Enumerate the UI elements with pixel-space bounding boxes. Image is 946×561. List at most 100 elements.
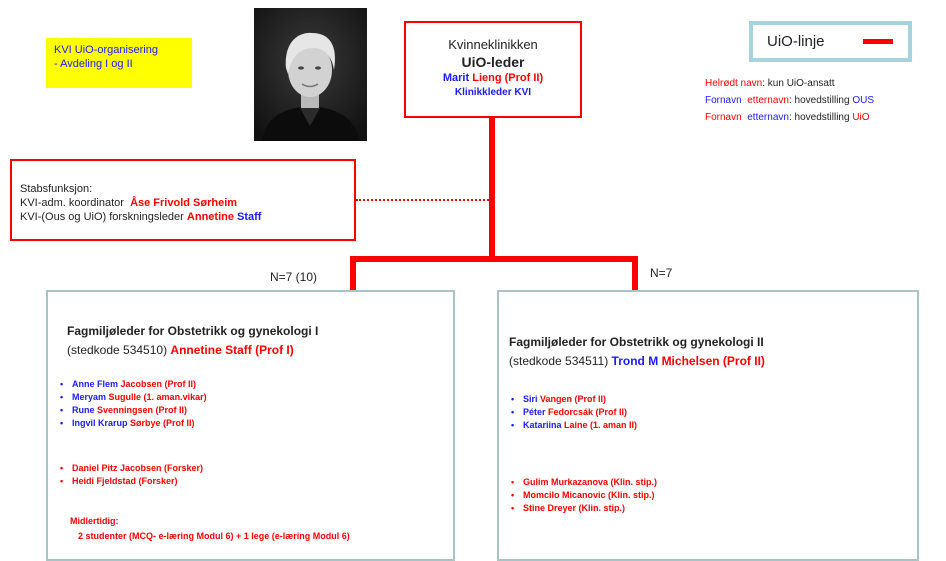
- member-item: • Anne Flem Jacobsen (Prof II): [60, 378, 207, 391]
- leader-name: Marit Lieng (Prof II): [406, 71, 580, 86]
- note-box: KVI UiO-organisering - Avdeling I og II: [46, 38, 192, 88]
- member-item: •Meryam Sugulle (1. aman.vikar): [60, 391, 207, 404]
- clinic-leader-box: Kvinneklinikken UiO-leder Marit Lieng (P…: [404, 21, 582, 118]
- member-item: • Gulim Murkazanova (Klin. stip.): [511, 476, 657, 489]
- legend-uio-desc: : hovedstilling: [788, 112, 850, 123]
- leader-portrait: [254, 8, 367, 141]
- member-last-name: Laine (1. aman II): [564, 420, 638, 430]
- member-first-name: Katariina: [523, 420, 562, 430]
- connector-dotted-staff: [356, 199, 492, 201]
- section-1-members: • Anne Flem Jacobsen (Prof II) •Meryam Sug…: [60, 378, 207, 430]
- uio-line-label: UiO-linje: [767, 33, 825, 50]
- member-name: Stine Dreyer (Klin. stip.): [523, 503, 626, 513]
- member-name: Heidi Fjeldstad (Forsker): [72, 476, 178, 486]
- member-name: Gulim Murkazanova (Klin. stip.): [523, 477, 658, 487]
- member-last-name: Jacobsen (Prof II): [120, 379, 197, 389]
- portrait-illustration: [254, 8, 367, 141]
- member-item: • Siri Vangen (Prof II): [511, 393, 637, 406]
- member-first-name: Ingvil Krarup: [72, 418, 128, 428]
- legend-uio-org: UiO: [852, 112, 870, 123]
- section-2-fellows: • Gulim Murkazanova (Klin. stip.) • Momcilo…: [511, 476, 657, 515]
- section-2-members: • Siri Vangen (Prof II) • Péter Fedorcsák (…: [511, 393, 637, 432]
- bullet-icon: •: [60, 392, 64, 402]
- leader-heading: UiO-leder: [461, 54, 525, 70]
- bullet-icon: •: [60, 463, 64, 473]
- count-right: N=7: [650, 266, 673, 280]
- bullet-icon: •: [60, 476, 64, 486]
- section-1-code: (stedkode 534510): [67, 343, 168, 357]
- legend-red-desc: : kun UiO-ansatt: [762, 78, 835, 89]
- clinic-name: Kvinneklinikken: [448, 37, 538, 52]
- section-2-title: Fagmiljøleder for Obstetrikk og gynekolo…: [509, 335, 764, 349]
- leader-last-name: Lieng (Prof II): [472, 72, 544, 84]
- member-item: • Rune Svenningsen (Prof II): [60, 404, 207, 417]
- coordinator-name: Åse Frivold Sørheim: [130, 197, 238, 209]
- member-name: Momcilo Micanovic (Klin. stip.): [523, 490, 655, 500]
- bullet-icon: •: [511, 477, 515, 487]
- member-first-name: Siri: [523, 394, 538, 404]
- member-item: • Péter Fedorcsák (Prof II): [511, 406, 637, 419]
- uio-line-legend: UiO-linje: [749, 21, 912, 62]
- member-name: Daniel Pitz Jacobsen (Forsker): [72, 463, 204, 473]
- leader-role: Klinikkleder KVI: [454, 87, 532, 98]
- member-last-name: Vangen (Prof II): [540, 394, 607, 404]
- section-2-code: 534511): [565, 354, 609, 368]
- section-2-leader-first: Trond M: [611, 354, 659, 368]
- section-1-researchers: • Daniel Pitz Jacobsen (Forsker) • Heidi Fj…: [60, 462, 203, 488]
- staff-row-research-leader: KVI-(Ous og UiO) forskningsleder Annetin…: [20, 210, 354, 224]
- uio-line-swatch: [863, 39, 893, 44]
- legend-ous-org: OUS: [852, 95, 874, 106]
- legend-uio-first: Fornavn: [705, 112, 742, 123]
- legend-ous-first: Fornavn: [705, 95, 742, 106]
- research-leader-label: KVI-(Ous og UiO) forskningsleder: [20, 211, 184, 223]
- staff-functions-box: Stabsfunksjon: KVI-adm. koordinator Åse …: [10, 159, 356, 241]
- bullet-icon: •: [60, 405, 64, 415]
- member-item: • Ingvil Krarup Sørbye (Prof II): [60, 417, 207, 430]
- staff-row-coordinator: KVI-adm. koordinator Åse Frivold Sørheim: [20, 196, 354, 210]
- section-1-temp-text: 2 studenter (MCQ- e-læring Modul 6) + 1 …: [78, 531, 350, 541]
- section-box-1: Fagmiljøleder for Obstetrikk og gynekolo…: [46, 290, 455, 561]
- bullet-icon: •: [511, 407, 515, 417]
- member-last-name: Svenningsen (Prof II): [97, 405, 188, 415]
- legend-red-name: Helrødt navn: [705, 78, 763, 89]
- bullet-icon: •: [60, 379, 64, 389]
- member-last-name: Sugulle (1. aman.vikar): [108, 392, 207, 402]
- section-2-subtitle: (stedkode 534511) Trond M Michelsen (Pro…: [509, 353, 765, 369]
- staff-functions-title: Stabsfunksjon:: [20, 183, 93, 195]
- member-item: • Daniel Pitz Jacobsen (Forsker): [60, 462, 203, 475]
- note-line-2: - Avdeling I og II: [54, 58, 133, 70]
- section-1-subtitle: (stedkode 534510) Annetine Staff (Prof I…: [67, 342, 294, 358]
- note-line-1: KVI UiO-organisering: [54, 44, 158, 56]
- member-first-name: Rune: [72, 405, 95, 415]
- section-1-leader: Annetine Staff (Prof I): [170, 343, 294, 357]
- section-1-title: Fagmiljøleder for Obstetrikk og gynekolo…: [67, 324, 319, 338]
- legend-line-1: Helrødt navn: kun UiO-ansatt: [705, 77, 835, 91]
- coordinator-label: KVI-adm. koordinator: [20, 197, 124, 209]
- section-box-2: Fagmiljøleder for Obstetrikk og gynekolo…: [497, 290, 919, 561]
- connector-vertical-main: [489, 118, 495, 262]
- member-first-name: Anne Flem: [72, 379, 119, 389]
- member-item: • Katariina Laine (1. aman II): [511, 419, 637, 432]
- section-2-leader-last: Michelsen (Prof II): [661, 354, 765, 368]
- legend-ous-last: etternavn: [747, 95, 789, 106]
- leader-first-name: Marit: [442, 72, 470, 84]
- bullet-icon: •: [511, 420, 515, 430]
- member-last-name: Fedorcsák (Prof II): [548, 407, 628, 417]
- connector-right-drop: [632, 256, 638, 292]
- member-item: • Stine Dreyer (Klin. stip.): [511, 502, 657, 515]
- member-last-name: Sørbye (Prof II): [130, 418, 195, 428]
- bullet-icon: •: [511, 490, 515, 500]
- legend-line-3: Fornavn etternavn: hovedstilling UiO: [705, 111, 870, 125]
- research-leader-last: Staff: [237, 211, 262, 223]
- section-2-code-prefix: (stedkode: [509, 354, 562, 368]
- connector-horizontal: [350, 256, 638, 262]
- bullet-icon: •: [511, 503, 515, 513]
- member-first-name: Péter: [523, 407, 546, 417]
- bullet-icon: •: [60, 418, 64, 428]
- count-left: N=7 (10): [270, 270, 318, 284]
- connector-left-drop: [350, 256, 356, 292]
- research-leader-first: Annetine: [186, 211, 234, 223]
- member-item: • Heidi Fjeldstad (Forsker): [60, 475, 203, 488]
- bullet-icon: •: [511, 394, 515, 404]
- section-1-temp-title: Midlertidig:: [70, 516, 119, 526]
